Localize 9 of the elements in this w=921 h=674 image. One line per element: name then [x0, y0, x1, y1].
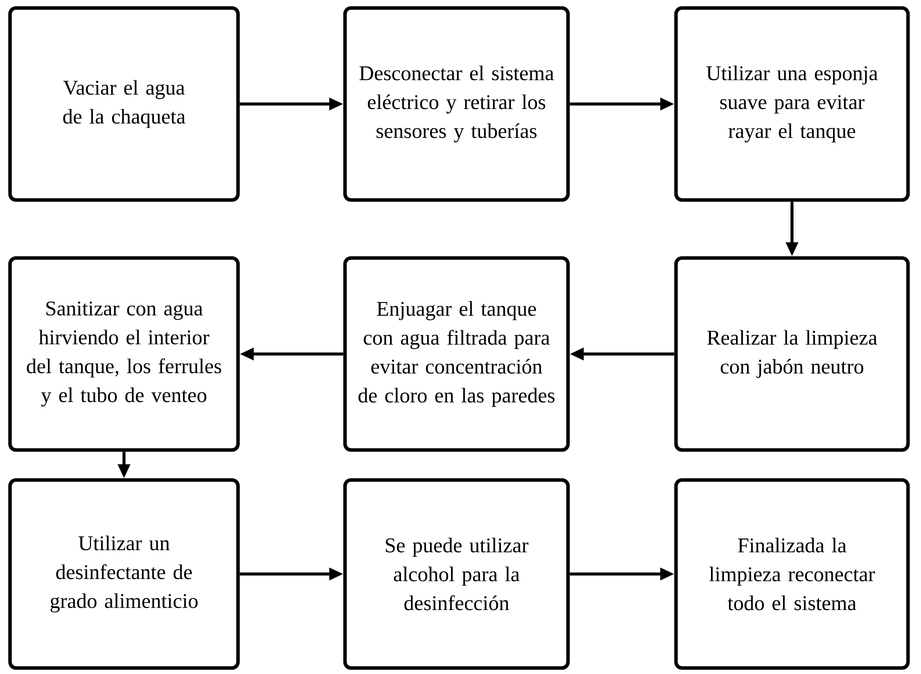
process-box: Realizar la limpieza con jabón neutro — [674, 256, 910, 452]
process-box: Vaciar el agua de la chaqueta — [8, 6, 240, 202]
process-box: Sanitizar con agua hirviendo el interior del tanque, los ferrules y el tubo de venteo — [8, 256, 240, 452]
process-box: Utilizar una esponja suave para evitar rayar el tanque — [674, 6, 910, 202]
process-box: Se puede utilizar alcohol para la desinfección — [343, 478, 570, 670]
process-box: Utilizar un desinfectante de grado alimenticio — [8, 478, 240, 670]
process-box: Enjuagar el tanque con agua filtrada para evitar concentración de cloro en las paredes — [343, 256, 570, 452]
process-box: Desconectar el sistema eléctrico y retirar los sensores y tuberías — [343, 6, 570, 202]
process-box: Finalizada la limpieza reconectar todo el sistema — [674, 478, 910, 670]
